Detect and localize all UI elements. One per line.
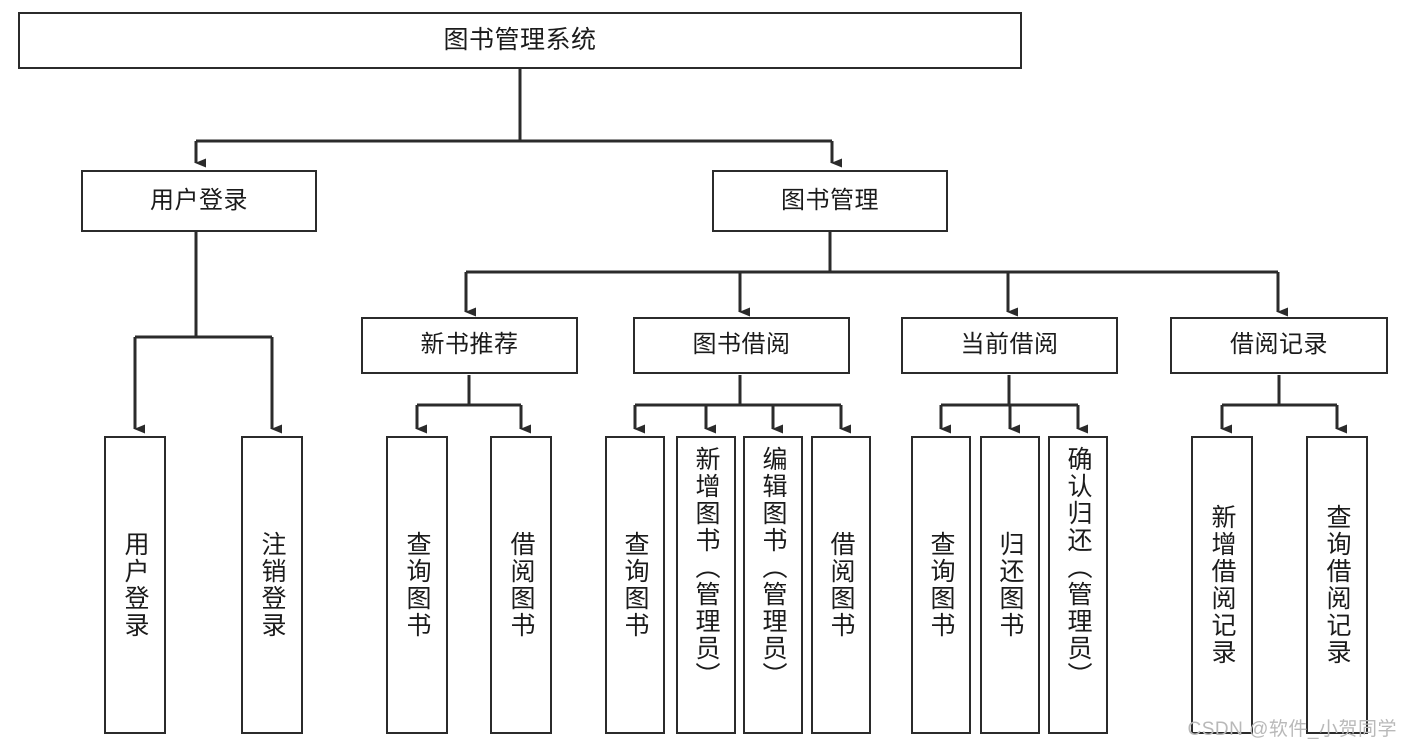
leaf-query-book-3[interactable]: 查询图书 (911, 436, 971, 734)
node-label: 借阅记录 (1230, 331, 1328, 359)
node-label: 查询图书 (927, 531, 955, 639)
leaf-logout-login[interactable]: 注销登录 (241, 436, 303, 734)
leaf-borrow-book-1[interactable]: 借阅图书 (490, 436, 552, 734)
leaf-borrow-book-2[interactable]: 借阅图书 (811, 436, 871, 734)
leaf-edit-book[interactable]: 编辑图书（管理员） (743, 436, 803, 734)
node-label: 新增图书（管理员） (692, 446, 720, 689)
node-label: 新增借阅记录 (1208, 504, 1236, 666)
node-label: 新书推荐 (420, 331, 519, 359)
node-label: 图书借阅 (692, 331, 791, 359)
node-label: 当前借阅 (960, 331, 1059, 359)
node-root-system[interactable]: 图书管理系统 (18, 12, 1022, 69)
leaf-user-login[interactable]: 用户登录 (104, 436, 166, 734)
leaf-add-borrow-record[interactable]: 新增借阅记录 (1191, 436, 1253, 734)
leaf-query-borrow-record[interactable]: 查询借阅记录 (1306, 436, 1368, 734)
node-book-borrow[interactable]: 图书借阅 (633, 317, 850, 374)
node-borrow-record[interactable]: 借阅记录 (1170, 317, 1388, 374)
node-new-book-recommend[interactable]: 新书推荐 (361, 317, 578, 374)
node-label: 借阅图书 (507, 531, 535, 639)
leaf-query-book-2[interactable]: 查询图书 (605, 436, 665, 734)
node-label: 用户登录 (150, 186, 248, 214)
node-label: 图书管理 (781, 186, 879, 214)
watermark-text: CSDN @软件_小贺同学 (1187, 719, 1397, 740)
node-label: 借阅图书 (827, 531, 855, 639)
node-label: 归还图书 (996, 531, 1024, 639)
node-label: 查询图书 (621, 531, 649, 639)
node-label: 查询图书 (403, 531, 431, 639)
node-user-login[interactable]: 用户登录 (81, 170, 317, 232)
node-label: 查询借阅记录 (1323, 504, 1351, 666)
leaf-return-book[interactable]: 归还图书 (980, 436, 1040, 734)
node-label: 确认归还（管理员） (1064, 446, 1092, 689)
node-label: 图书管理系统 (443, 25, 597, 54)
leaf-confirm-return[interactable]: 确认归还（管理员） (1048, 436, 1108, 734)
node-label: 注销登录 (258, 531, 286, 639)
node-label: 用户登录 (121, 531, 149, 639)
leaf-add-book[interactable]: 新增图书（管理员） (676, 436, 736, 734)
node-current-borrow[interactable]: 当前借阅 (901, 317, 1118, 374)
node-label: 编辑图书（管理员） (759, 446, 787, 689)
leaf-query-book-1[interactable]: 查询图书 (386, 436, 448, 734)
node-book-manage[interactable]: 图书管理 (712, 170, 948, 232)
